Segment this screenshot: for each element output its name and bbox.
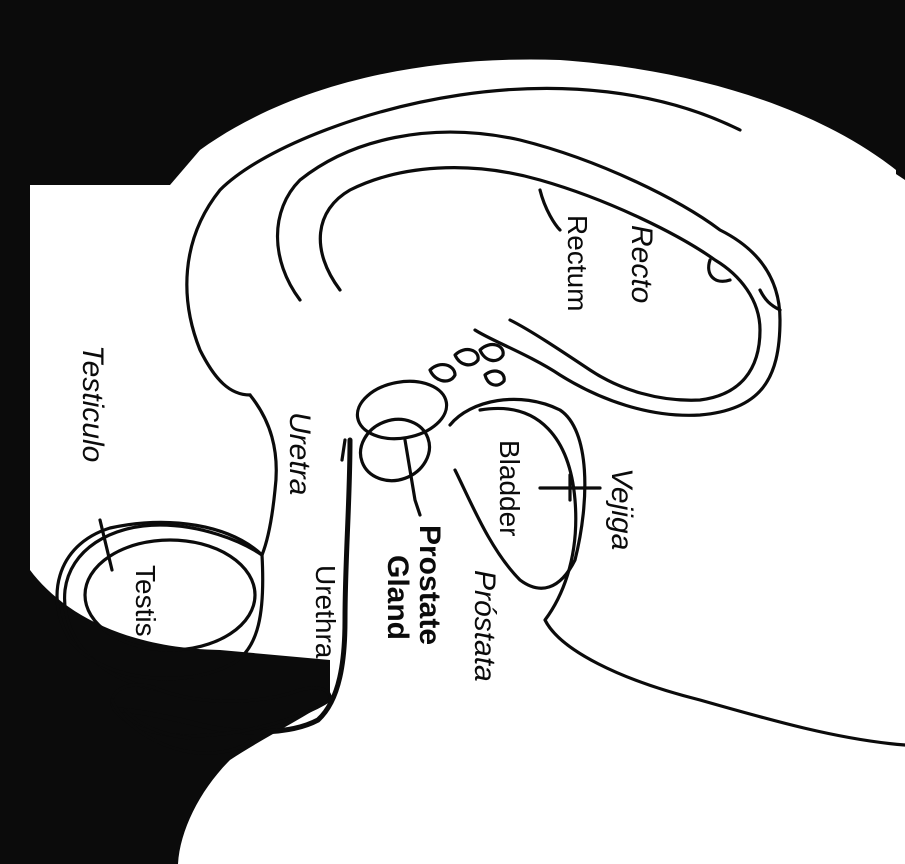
- bladder-label: Bladder: [494, 440, 525, 537]
- testis-label: Testis: [130, 565, 161, 637]
- rectum-label: Rectum: [562, 215, 593, 311]
- recto-label: Recto: [625, 225, 658, 303]
- prostata-label: Próstata: [468, 570, 501, 682]
- urethra-label: Urethra: [310, 565, 341, 659]
- testiculo-label: Testiculo: [76, 345, 109, 462]
- background-left-strip: [0, 0, 30, 864]
- uretra-label: Uretra: [283, 412, 316, 495]
- vejiga-label: Vejiga: [605, 468, 638, 550]
- prostate-label-line2: Gland: [381, 555, 414, 640]
- prostate-label-line1: Prostate: [413, 525, 446, 645]
